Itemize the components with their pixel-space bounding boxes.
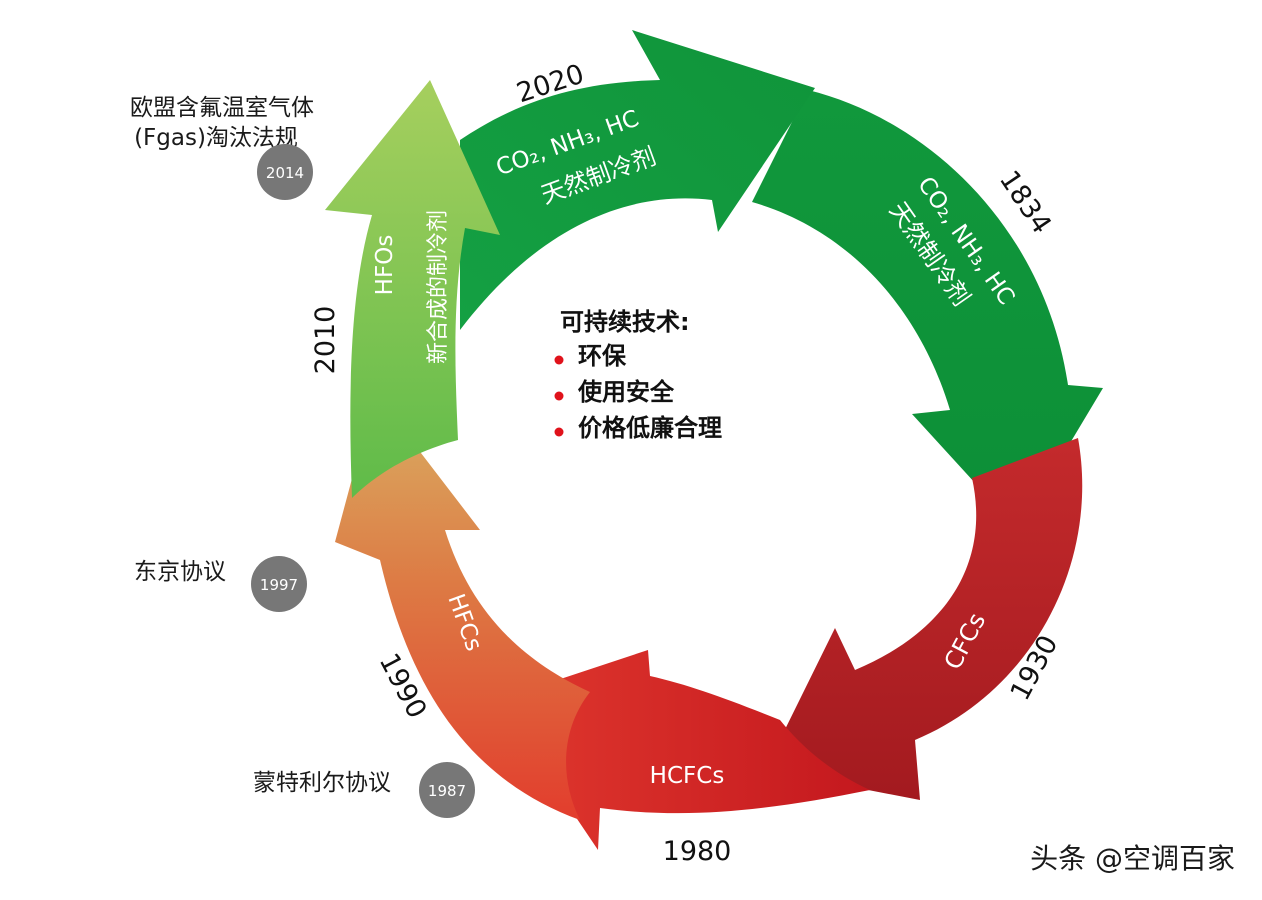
badge-1987-text: 1987	[428, 782, 466, 800]
center-title: 可持续技术:	[560, 308, 690, 336]
badge-2014-text: 2014	[266, 164, 304, 182]
arrow-hcfcs-label: HCFCs	[650, 763, 725, 789]
arrow-hfcs	[335, 393, 590, 820]
arrow-2010-hfos-label: HFOs	[372, 235, 398, 296]
bullet-3	[554, 427, 564, 437]
arrow-2020-natural	[460, 30, 815, 330]
event-eu-fgas-line1: 欧盟含氟温室气体	[130, 95, 314, 121]
bullet-2	[554, 391, 564, 401]
watermark: 头条 @空调百家	[1030, 842, 1235, 875]
arrow-2010-new-label: 新合成的制冷剂	[426, 210, 451, 364]
year-2010: 2010	[310, 306, 341, 375]
event-eu-fgas-line2: (Fgas)淘汰法规	[134, 125, 298, 151]
center-item-3: 价格低廉合理	[578, 414, 722, 442]
center-item-2: 使用安全	[577, 378, 675, 406]
badge-1997-text: 1997	[260, 576, 298, 594]
arrow-2010-hfos	[325, 80, 500, 498]
arrow-1834-natural	[752, 90, 1103, 530]
center-item-1: 环保	[578, 342, 627, 370]
bullet-1	[554, 355, 564, 365]
event-tokyo-label: 东京协议	[134, 559, 226, 585]
year-1980: 1980	[663, 836, 732, 867]
event-montreal-label: 蒙特利尔协议	[253, 770, 391, 796]
badge-1997	[251, 556, 307, 612]
badge-1987	[419, 762, 475, 818]
arrow-cfcs	[765, 438, 1083, 800]
arrow-hcfcs	[497, 650, 870, 850]
badge-2014	[257, 144, 313, 200]
